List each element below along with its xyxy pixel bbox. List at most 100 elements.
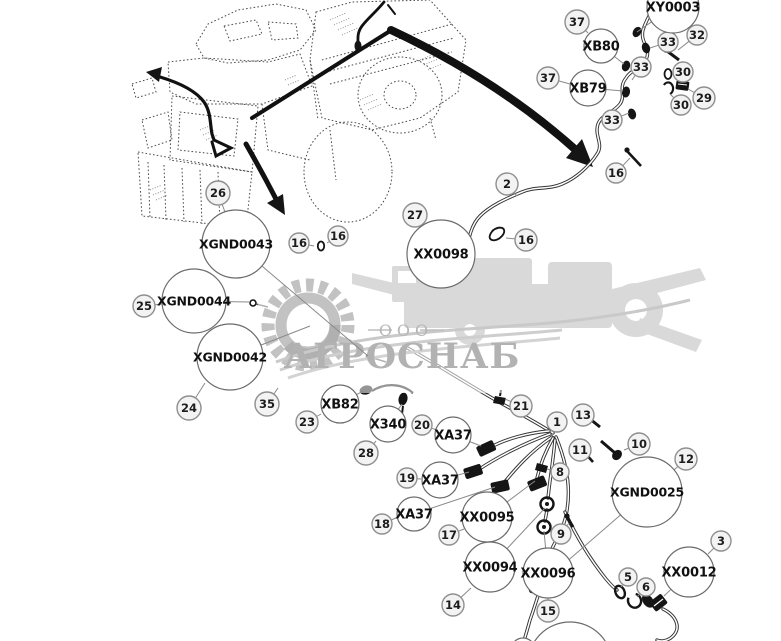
- partial-callout-circle[interactable]: [528, 621, 612, 641]
- part-label-XB82[interactable]: XB82: [320, 384, 360, 424]
- callout-number-text: 2: [503, 177, 511, 191]
- callout-number-text: 33: [633, 60, 649, 74]
- callout-number-19[interactable]: 19: [396, 467, 418, 489]
- callout-number-37[interactable]: 37: [564, 9, 590, 35]
- callout-number-5[interactable]: 5: [618, 567, 638, 587]
- part-label-XGND0044[interactable]: XGND0044: [157, 268, 232, 334]
- part-label-XX0094[interactable]: XX0094: [462, 541, 518, 593]
- callout-number-21[interactable]: 21: [509, 394, 533, 418]
- callout-number-26[interactable]: 26: [205, 180, 231, 206]
- part-label-XX0012[interactable]: XX0012: [661, 546, 717, 598]
- callout-number-text: 17: [441, 528, 457, 542]
- callout-number-32[interactable]: 32: [686, 24, 708, 46]
- callout-number-35[interactable]: 35: [254, 391, 280, 417]
- part-label-XX0095[interactable]: XX0095: [459, 491, 515, 543]
- part-label-text: XGND0042: [193, 350, 267, 365]
- callout-number-8[interactable]: 8: [550, 462, 570, 482]
- callout-number-16[interactable]: 16: [327, 225, 349, 247]
- part-label-text: XA37: [421, 474, 459, 489]
- part-label-text: XB80: [582, 40, 619, 55]
- callout-number-6[interactable]: 6: [636, 577, 656, 597]
- direction-arrow-large: [387, 26, 593, 167]
- callout-number-30[interactable]: 30: [670, 94, 692, 116]
- part-label-XGND0043[interactable]: XGND0043: [199, 209, 273, 279]
- part-label-XX0098[interactable]: XX0098: [406, 219, 476, 289]
- callout-number-1[interactable]: 1: [546, 411, 568, 433]
- callout-number-33[interactable]: 33: [601, 109, 623, 131]
- callout-number-text: 6: [642, 580, 650, 594]
- callout-number-text: 16: [608, 166, 624, 180]
- callout-number-text: 37: [540, 71, 556, 85]
- part-label-text: XB82: [321, 398, 358, 413]
- truck-illustration: [131, 0, 467, 229]
- callout-number-16[interactable]: 16: [605, 162, 627, 184]
- part-label-XB79[interactable]: XB79: [569, 69, 607, 107]
- callout-number-text: 10: [631, 437, 647, 451]
- part-label-text: XX0094: [462, 561, 517, 576]
- part-label-text: XX0012: [661, 566, 716, 581]
- callout-number-2[interactable]: 2: [495, 172, 519, 196]
- callout-number-text: 11: [572, 443, 588, 457]
- watermark-company-name: АГРОСНАБ: [284, 336, 521, 377]
- callout-number-16[interactable]: 16: [288, 232, 310, 254]
- callout-number-11[interactable]: 11: [568, 438, 592, 462]
- callout-number-33[interactable]: 33: [657, 31, 679, 53]
- callout-number-23[interactable]: 23: [295, 410, 319, 434]
- part-label-XGND0025[interactable]: XGND0025: [610, 456, 684, 528]
- callout-number-13[interactable]: 13: [571, 403, 595, 427]
- callout-number-text: 37: [569, 15, 585, 29]
- part-label-text: XGND0044: [157, 294, 231, 309]
- callout-number-text: 16: [518, 233, 534, 247]
- partial-callout-circle[interactable]: [511, 637, 535, 641]
- connector-parts: [249, 26, 690, 612]
- part-label-text: XA37: [395, 508, 433, 523]
- callout-number-27[interactable]: 27: [402, 202, 428, 228]
- callout-number-text: 3: [717, 534, 725, 548]
- part-label-XA37[interactable]: XA37: [434, 416, 472, 454]
- part-label-X340[interactable]: X340: [369, 405, 407, 443]
- callout-number-9[interactable]: 9: [550, 523, 572, 545]
- part-label-text: XA37: [434, 429, 472, 444]
- callout-number-text: 27: [407, 208, 423, 222]
- callout-number-text: 30: [675, 65, 691, 79]
- callout-number-text: 28: [358, 446, 374, 460]
- callout-number-text: 33: [660, 35, 676, 49]
- callout-number-30[interactable]: 30: [672, 61, 694, 83]
- callout-number-28[interactable]: 28: [353, 440, 379, 466]
- part-label-text: XB79: [569, 82, 606, 97]
- callout-number-text: 15: [540, 604, 556, 618]
- callout-number-18[interactable]: 18: [371, 513, 393, 535]
- callout-number-17[interactable]: 17: [438, 524, 460, 546]
- callout-number-37[interactable]: 37: [536, 66, 560, 90]
- callout-number-16[interactable]: 16: [514, 228, 538, 252]
- callout-number-text: 16: [330, 229, 346, 243]
- callout-number-text: 12: [678, 452, 694, 466]
- callout-number-text: 20: [414, 418, 430, 432]
- callout-number-24[interactable]: 24: [176, 395, 202, 421]
- callout-number-text: 13: [575, 408, 591, 422]
- callout-number-text: 16: [291, 236, 307, 250]
- part-label-XB80[interactable]: XB80: [582, 28, 620, 64]
- callout-number-12[interactable]: 12: [674, 447, 698, 471]
- callout-number-text: 21: [513, 399, 529, 413]
- part-label-XA37[interactable]: XA37: [395, 496, 433, 532]
- callout-number-3[interactable]: 3: [710, 530, 732, 552]
- callout-number-15[interactable]: 15: [536, 599, 560, 623]
- part-label-XGND0042[interactable]: XGND0042: [193, 323, 267, 391]
- callout-number-20[interactable]: 20: [411, 414, 433, 436]
- callout-number-text: 9: [557, 527, 565, 541]
- callout-number-10[interactable]: 10: [627, 432, 651, 456]
- callout-number-25[interactable]: 25: [132, 294, 156, 318]
- part-label-XX0096[interactable]: XX0096: [520, 547, 576, 599]
- callout-number-29[interactable]: 29: [692, 86, 716, 110]
- callout-number-text: 5: [624, 570, 632, 584]
- callout-number-14[interactable]: 14: [441, 593, 465, 617]
- part-label-XA37[interactable]: XA37: [421, 461, 459, 499]
- part-label-text: XGND0043: [199, 237, 273, 252]
- callout-number-text: 19: [399, 471, 415, 485]
- callout-number-33[interactable]: 33: [630, 56, 652, 78]
- part-label-XY0003[interactable]: XY0003: [646, 0, 701, 34]
